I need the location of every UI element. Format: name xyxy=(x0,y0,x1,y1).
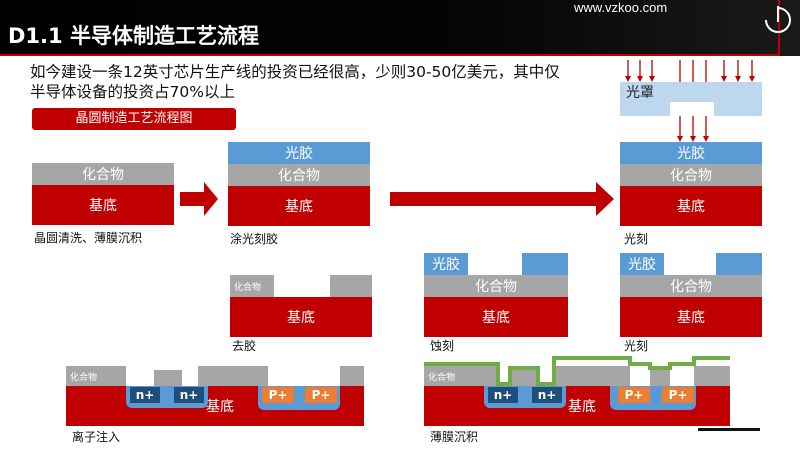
compound-block xyxy=(154,370,182,386)
mask-layer: 光罩 xyxy=(620,82,762,102)
substrate-layer: 基底 xyxy=(230,297,372,337)
p-dopant-region: P+ xyxy=(305,387,337,403)
compound-layer: 化合物 xyxy=(228,164,370,186)
power-logo-icon xyxy=(765,6,791,33)
step-label-clean-deposit: 晶圆清洗、薄膜沉积 xyxy=(34,231,143,245)
header-bar: D1.1 半导体制造工艺流程 www.vzkoo.com xyxy=(0,0,800,56)
p-dopant-region: P+ xyxy=(662,387,694,403)
compound-layer: 化合物 xyxy=(32,163,174,185)
p-dopant-region: P+ xyxy=(618,387,650,403)
intro-line-2: 半导体设备的投资占70%以上 xyxy=(30,83,235,101)
step-label-strip: 去胶 xyxy=(232,339,257,353)
step-label-etching: 蚀刻 xyxy=(430,339,455,353)
substrate-layer: 基底 xyxy=(228,186,370,226)
mask-label: 光罩 xyxy=(626,85,654,101)
compound-block: 化合物 xyxy=(424,366,498,386)
step-label-lithography: 光刻 xyxy=(624,232,649,246)
compound-block xyxy=(340,366,364,386)
substrate-label: 基底 xyxy=(206,399,234,415)
intro-line-1: 如今建设一条12英寸芯片生产线的投资已经很高，少则30-50亿美元，其中仅 xyxy=(30,63,560,81)
mask-left-block xyxy=(620,102,670,116)
page-title: D1.1 半导体制造工艺流程 xyxy=(8,24,259,48)
site-url[interactable]: www.vzkoo.com xyxy=(574,0,668,15)
compound-block xyxy=(510,370,538,386)
substrate-layer: 基底 xyxy=(32,185,174,225)
step-label-ion-implant: 离子注入 xyxy=(72,430,121,444)
n-dopant-region: n+ xyxy=(488,387,518,403)
substrate-layer: 基底 xyxy=(620,297,762,337)
photoresist-layer: 光胶 xyxy=(228,142,370,164)
mask-right-block xyxy=(714,102,762,116)
step-arrow-1 xyxy=(180,182,218,216)
step-arrow-2 xyxy=(390,182,614,216)
step-label-lithography-2: 光刻 xyxy=(624,339,649,353)
n-dopant-region: n+ xyxy=(130,387,160,403)
intro-text: 如今建设一条12英寸芯片生产线的投资已经很高，少则30-50亿美元，其中仅 半导… xyxy=(30,62,630,102)
step-label-film-deposit: 薄膜沉积 xyxy=(430,430,479,444)
substrate-layer: 基底 xyxy=(424,297,568,337)
p-dopant-region: P+ xyxy=(262,387,294,403)
header-vertical-divider xyxy=(778,0,780,56)
compound-layer: 化合物 xyxy=(620,275,762,297)
compound-layer: 化合物 xyxy=(424,275,568,297)
photoresist-block-left: 光胶 xyxy=(620,253,664,275)
mask-opening xyxy=(670,102,714,116)
compound-block xyxy=(556,366,630,386)
compound-block xyxy=(650,370,670,386)
compound-block-right xyxy=(330,275,372,297)
compound-layer: 化合物 xyxy=(620,164,762,186)
light-rays-top xyxy=(627,60,753,78)
substrate-label: 基底 xyxy=(568,399,596,415)
substrate-layer: 基底 xyxy=(620,186,762,226)
footer-bar xyxy=(698,428,760,431)
photoresist-block-right xyxy=(716,253,762,275)
step-label-coating: 涂光刻胶 xyxy=(230,232,279,246)
photoresist-block-left: 光胶 xyxy=(424,253,468,275)
n-dopant-region: n+ xyxy=(532,387,562,403)
process-flow-tag: 晶圆制造工艺流程图 xyxy=(32,108,236,130)
header-divider xyxy=(0,54,780,56)
compound-block: 化合物 xyxy=(66,366,126,386)
compound-block-left: 化合物 xyxy=(230,275,274,297)
compound-block xyxy=(694,366,730,386)
photoresist-layer: 光胶 xyxy=(620,142,762,164)
compound-block xyxy=(198,366,268,386)
photoresist-block-right xyxy=(522,253,568,275)
n-dopant-region: n+ xyxy=(174,387,204,403)
